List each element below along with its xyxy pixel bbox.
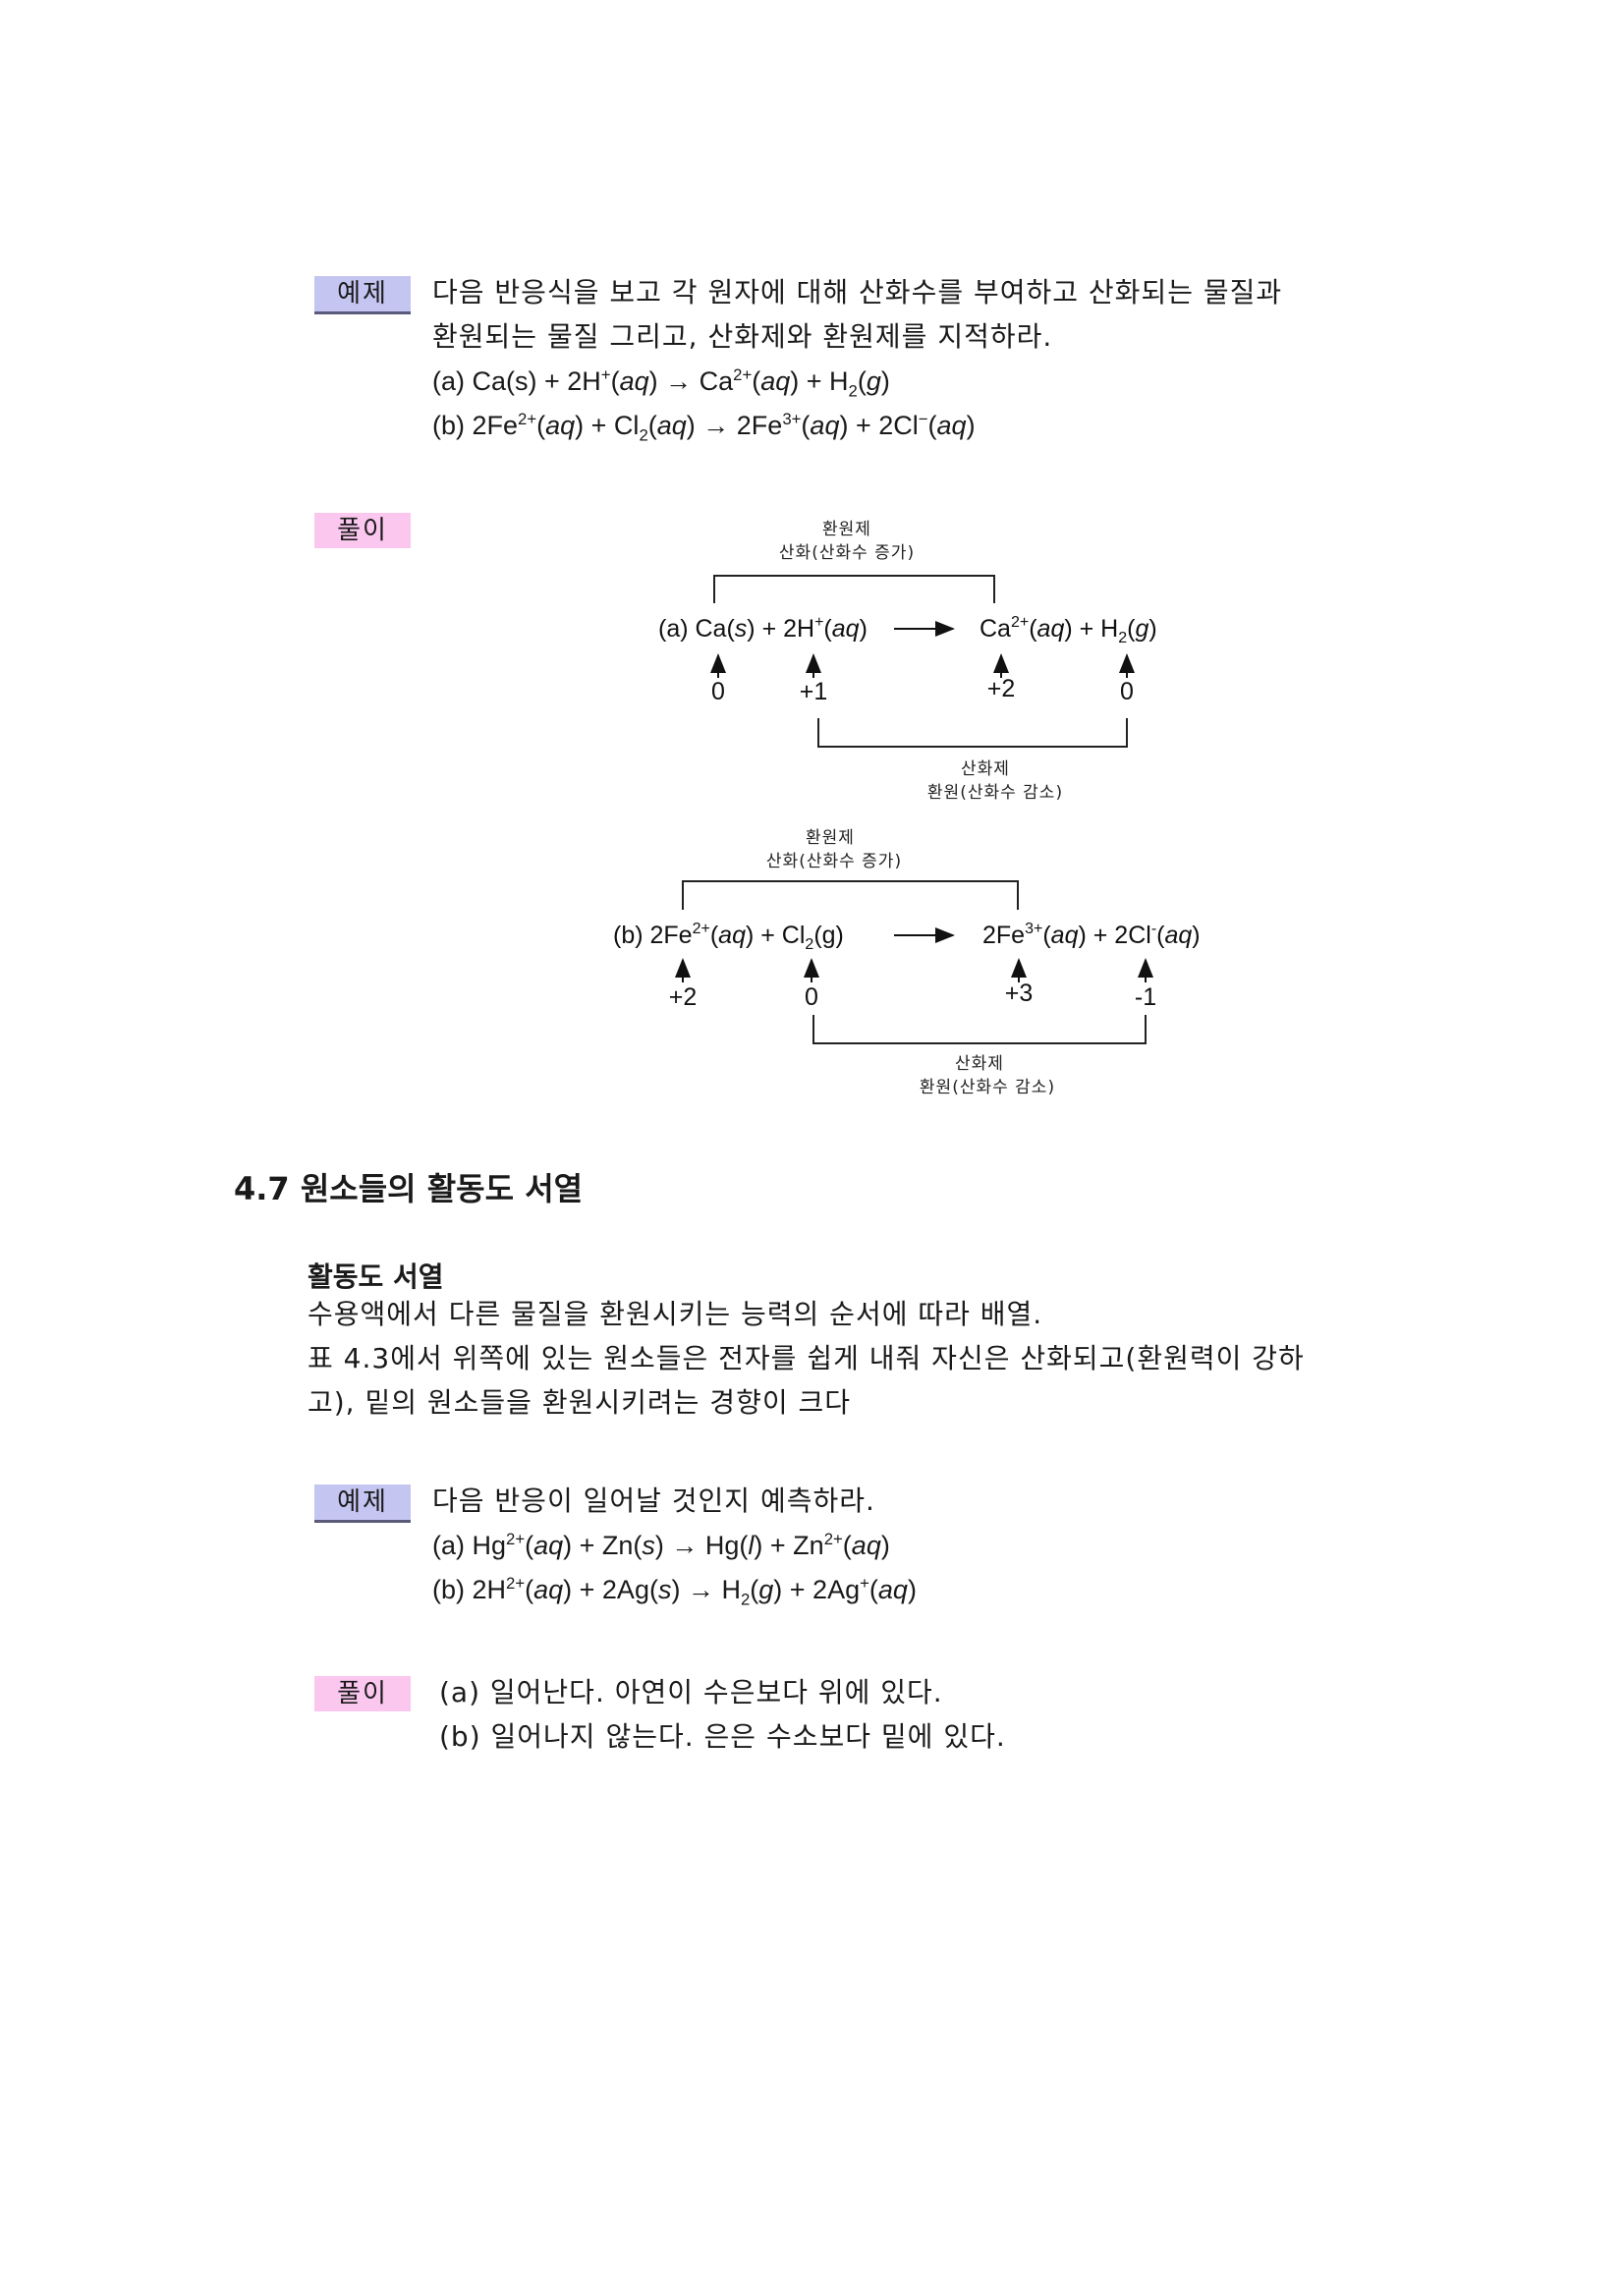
reaction-2b: (b) 2H2+(aq) + 2Ag(s) → H2(g) + 2Ag+(aq) [432, 1574, 917, 1609]
a-ox-3: +2 [987, 675, 1016, 702]
b-products: 2Fe3+(aq) + 2Cl-(aq) [982, 921, 1201, 949]
section-subheading: 활동도 서열 [308, 1260, 444, 1293]
b-ox-2: 0 [805, 983, 818, 1011]
a-ox-2: +1 [800, 678, 828, 705]
reaction-b: (b) 2Fe2+(aq) + Cl2(aq) → 2Fe3+(aq) + 2C… [432, 410, 976, 445]
b-top-label-2: 산화(산화수 증가) [766, 852, 902, 871]
a-top-bracket [713, 575, 995, 603]
reaction-a: (a) Ca(s) + 2H+(aq) → Ca2+(aq) + H2(g) [432, 365, 890, 401]
section-paragraph-3: 고), 밑의 원소들을 환원시키려는 경향이 크다 [308, 1386, 852, 1419]
a-ox-1: 0 [711, 678, 725, 705]
example-tag-2: 예제 [314, 1484, 411, 1523]
b-ox-1: +2 [669, 983, 698, 1011]
example-text-line-2: 환원되는 물질 그리고, 산화제와 환원제를 지적하라. [432, 320, 1053, 353]
section-paragraph-1: 수용액에서 다른 물질을 환원시키는 능력의 순서에 따라 배열. [308, 1298, 1043, 1330]
solution-tag-2: 풀이 [314, 1676, 411, 1711]
oxidation-diagram: 환원제 산화(산화수 증가) (a) Ca(s) + 2H+(aq) Ca2+(… [613, 520, 1201, 1097]
reaction-2a: (a) Hg2+(aq) + Zn(s) → Hg(l) + Zn2+(aq) [432, 1530, 890, 1560]
b-ox-3: +3 [1005, 980, 1034, 1007]
diagram-b: 환원제 산화(산화수 증가) (b) 2Fe2+(aq) + Cl2(g) 2F… [613, 828, 1201, 1097]
b-top-bracket [682, 880, 1019, 910]
a-reactants: (a) Ca(s) + 2H+(aq) [658, 614, 868, 643]
solution-2-line-1: (a) 일어난다. 아연이 수은보다 위에 있다. [439, 1676, 943, 1708]
a-bottom-bracket [817, 718, 1128, 748]
a-bottom-label-1: 산화제 [961, 759, 1010, 779]
a-bottom-label-2: 환원(산화수 감소) [927, 783, 1063, 803]
b-ox-4: -1 [1135, 983, 1156, 1011]
a-top-label-1: 환원제 [822, 520, 871, 539]
a-products: Ca2+(aq) + H2(g) [980, 614, 1157, 646]
b-bottom-bracket [812, 1015, 1147, 1044]
b-bottom-label-1: 산화제 [955, 1054, 1004, 1074]
b-top-label-1: 환원제 [806, 828, 855, 848]
solution-2-line-2: (b) 일어나지 않는다. 은은 수소보다 밑에 있다. [439, 1720, 1006, 1753]
b-bottom-label-2: 환원(산화수 감소) [920, 1078, 1055, 1097]
diagram-a: 환원제 산화(산화수 증가) (a) Ca(s) + 2H+(aq) Ca2+(… [658, 520, 1157, 803]
example-tag: 예제 [314, 276, 411, 314]
a-top-label-2: 산화(산화수 증가) [779, 543, 915, 563]
section-heading: 4.7 원소들의 활동도 서열 [234, 1170, 584, 1207]
section-paragraph-2: 표 4.3에서 위쪽에 있는 원소들은 전자를 쉽게 내줘 자신은 산화되고(환… [308, 1342, 1305, 1374]
example-text-line-1: 다음 반응식을 보고 각 원자에 대해 산화수를 부여하고 산화되는 물질과 [432, 276, 1283, 308]
example-2-text-line-1: 다음 반응이 일어날 것인지 예측하라. [432, 1484, 875, 1517]
b-reactants: (b) 2Fe2+(aq) + Cl2(g) [613, 921, 844, 953]
solution-tag: 풀이 [314, 513, 411, 548]
a-ox-4: 0 [1120, 678, 1134, 705]
